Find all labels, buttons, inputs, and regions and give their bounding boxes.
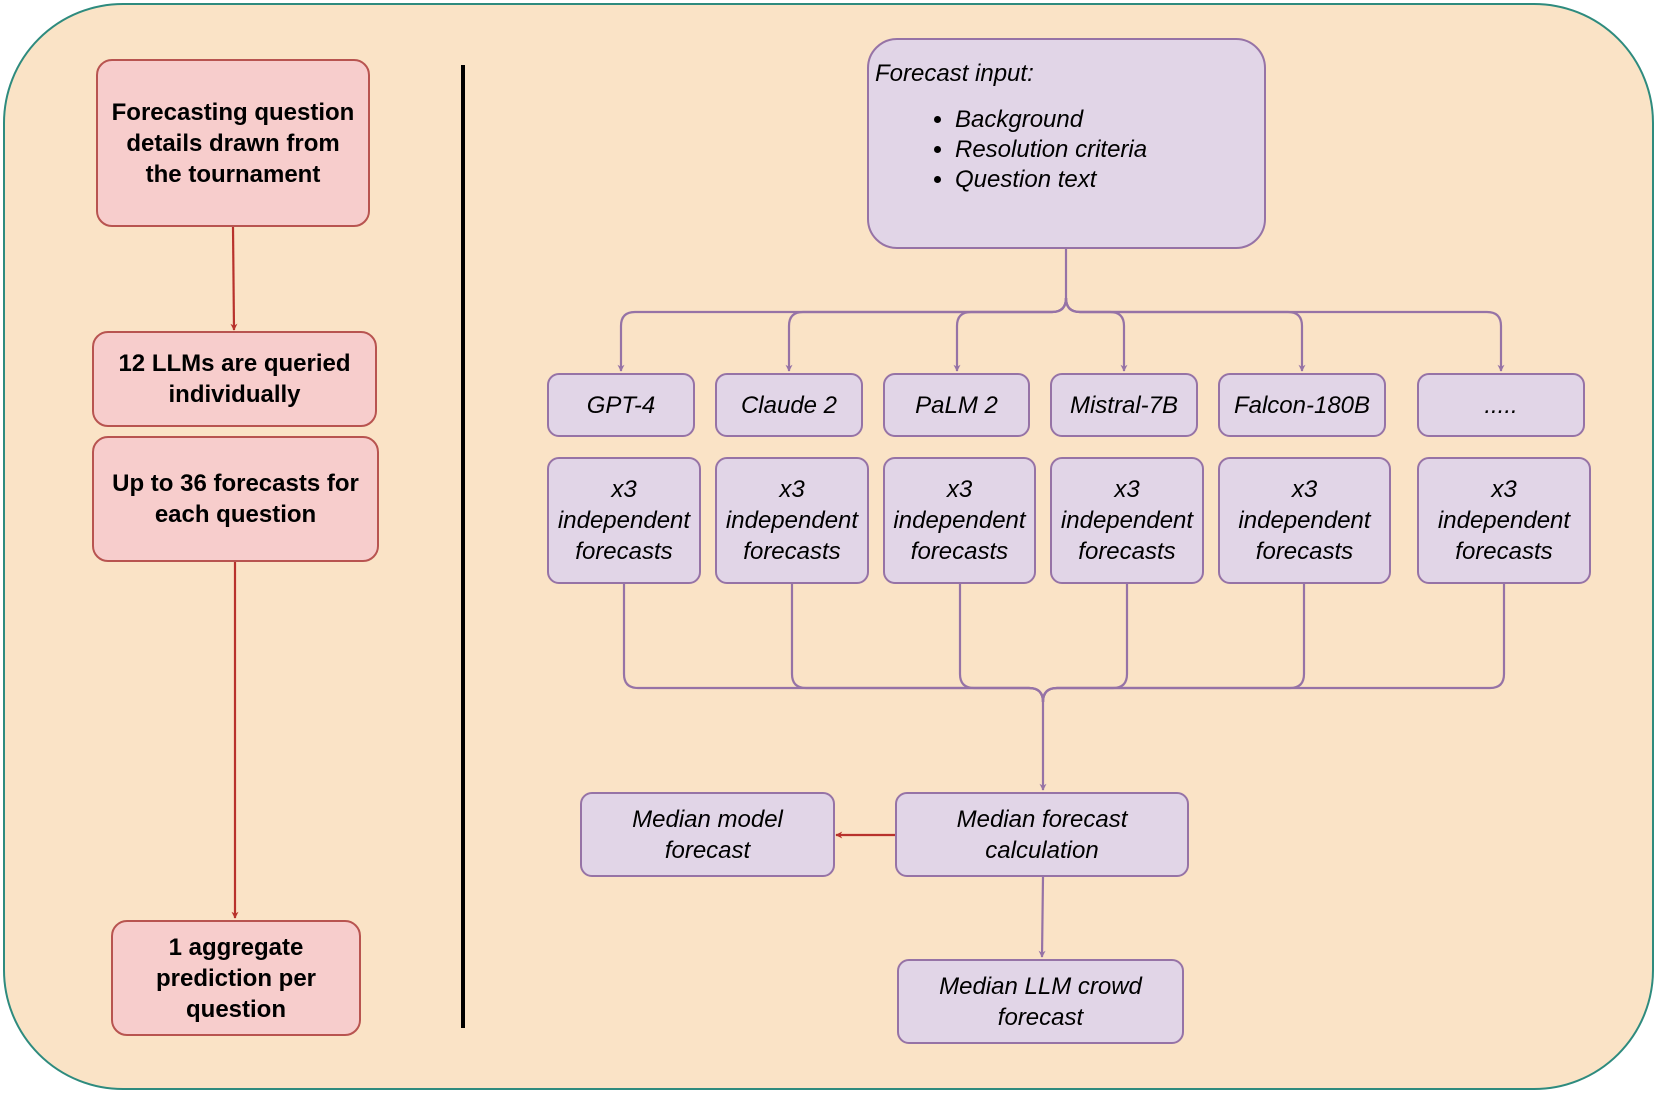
fan-out-connectors: [617, 249, 1505, 372]
connector-claude-2-to-median: [790, 584, 1045, 703]
median-model-forecast: Median model forecast: [580, 792, 835, 877]
arrow-input-to-gpt-4: [617, 297, 1068, 372]
arrow-input-to-claude-2: [785, 297, 1068, 372]
arrow-question-to-llms: [230, 226, 238, 331]
arrow-input-to-falcon-180b: [1064, 297, 1306, 372]
forecasts-falcon-180b: x3 independent forecasts: [1218, 457, 1391, 584]
connector-more-to-median: [1041, 584, 1506, 703]
question-details-box: Forecasting question details drawn from …: [96, 59, 370, 227]
input-item-resolution-criteria: Resolution criteria: [955, 135, 1264, 165]
arrow-input-to-mistral-7b: [1064, 297, 1128, 372]
fan-in-connectors: [622, 584, 1506, 791]
forecasts-more: x3 independent forecasts: [1417, 457, 1591, 584]
forecast-input-list: Background Resolution criteria Question …: [875, 105, 1264, 195]
connector-mistral-7b-to-median: [1041, 584, 1129, 703]
forecasts-claude-2: x3 independent forecasts: [715, 457, 869, 584]
model-more: .....: [1417, 373, 1585, 437]
arrow-calc-to-crowd: [1038, 876, 1046, 958]
median-llm-crowd-forecast: Median LLM crowd forecast: [897, 959, 1184, 1044]
forecasts-palm-2: x3 independent forecasts: [883, 457, 1036, 584]
connector-falcon-180b-to-median: [1041, 584, 1306, 703]
aggregate-prediction-box: 1 aggregate prediction per question: [111, 920, 361, 1036]
model-mistral-7b: Mistral-7B: [1050, 373, 1198, 437]
median-forecast-calculation: Median forecast calculation: [895, 792, 1189, 877]
connector-gpt-4-to-median: [622, 584, 1045, 703]
model-falcon-180b: Falcon-180B: [1218, 373, 1386, 437]
connector-palm-2-to-median: [958, 584, 1045, 703]
arrow-input-to-palm-2: [953, 297, 1068, 372]
model-palm-2: PaLM 2: [883, 373, 1030, 437]
model-gpt-4: GPT-4: [547, 373, 695, 437]
input-item-question-text: Question text: [955, 165, 1264, 195]
forecasts-count-box: Up to 36 forecasts for each question: [92, 436, 379, 562]
forecasts-mistral-7b: x3 independent forecasts: [1050, 457, 1204, 584]
arrow-input-to-more: [1064, 297, 1505, 372]
llms-queried-box: 12 LLMs are queried individually: [92, 331, 377, 427]
forecast-input-box: Forecast input: Background Resolution cr…: [867, 38, 1266, 249]
forecast-input-title: Forecast input:: [875, 60, 1034, 87]
forecasts-gpt-4: x3 independent forecasts: [547, 457, 701, 584]
input-item-background: Background: [955, 105, 1264, 135]
model-claude-2: Claude 2: [715, 373, 863, 437]
